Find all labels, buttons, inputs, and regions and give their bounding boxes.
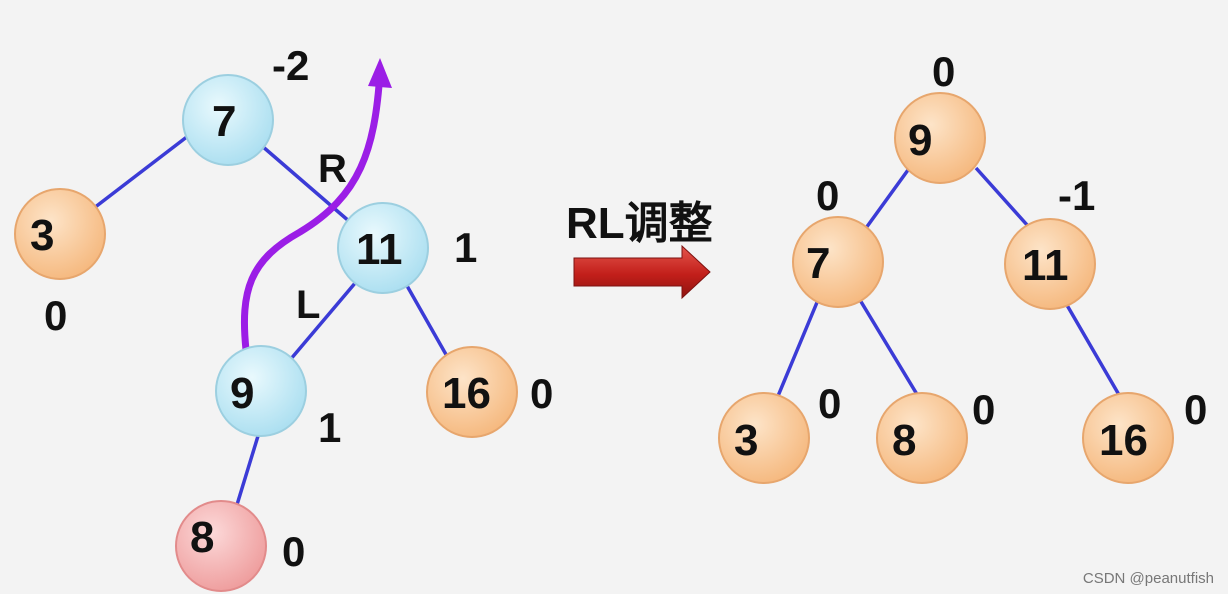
edge-7-3-after bbox=[776, 299, 820, 397]
svg-text:7: 7 bbox=[212, 97, 236, 146]
node-7-after: 7 bbox=[792, 216, 884, 308]
edge-11-16-after bbox=[1062, 299, 1124, 401]
before-tree: R L 7 -2 3 0 11 1 9 1 16 0 8 bbox=[14, 42, 553, 592]
svg-text:16: 16 bbox=[1099, 416, 1148, 465]
edge-9-7 bbox=[864, 168, 910, 230]
edge-7-8 bbox=[858, 299, 920, 397]
svg-text:7: 7 bbox=[806, 239, 830, 288]
after-tree: 0 9 0 7 -1 11 3 0 8 0 16 0 bbox=[718, 48, 1207, 484]
after-edges bbox=[776, 166, 1124, 401]
svg-text:8: 8 bbox=[892, 416, 916, 465]
svg-text:11: 11 bbox=[1022, 241, 1069, 290]
node-11: 11 bbox=[337, 202, 429, 294]
transform-label: RL调整 bbox=[566, 199, 713, 248]
edge-11-9 bbox=[288, 280, 358, 362]
edge-7-3 bbox=[92, 134, 190, 210]
bf-16: 0 bbox=[530, 370, 553, 417]
svg-text:8: 8 bbox=[190, 513, 214, 562]
node-9-after: 9 bbox=[894, 92, 986, 184]
svg-text:3: 3 bbox=[734, 416, 758, 465]
node-16: 16 bbox=[426, 346, 518, 438]
node-3-after: 3 bbox=[718, 392, 810, 484]
bf-8-after: 0 bbox=[972, 386, 995, 433]
bf-8: 0 bbox=[282, 528, 305, 575]
rotation-path bbox=[240, 68, 384, 354]
node-11-after: 11 bbox=[1004, 218, 1096, 310]
svg-text:16: 16 bbox=[442, 369, 491, 418]
bf-9-after: 0 bbox=[932, 48, 955, 95]
edge-11-16 bbox=[404, 283, 450, 359]
svg-text:3: 3 bbox=[30, 211, 54, 260]
node-7: 7 bbox=[182, 74, 274, 166]
node-16-after: 16 bbox=[1082, 392, 1174, 484]
bf-16-after: 0 bbox=[1184, 386, 1207, 433]
bf-7-after: 0 bbox=[816, 172, 839, 219]
bf-7: -2 bbox=[272, 42, 309, 89]
node-8-after: 8 bbox=[876, 392, 968, 484]
svg-text:9: 9 bbox=[908, 116, 932, 165]
edge-label-r: R bbox=[318, 147, 347, 191]
watermark: CSDN @peanutfish bbox=[1083, 570, 1214, 587]
svg-text:11: 11 bbox=[356, 225, 403, 274]
edge-9-11 bbox=[974, 166, 1030, 228]
transform-arrow bbox=[573, 244, 711, 300]
transform: RL调整 bbox=[566, 199, 713, 300]
bf-11-after: -1 bbox=[1058, 172, 1095, 219]
before-edges bbox=[92, 134, 450, 509]
bf-11: 1 bbox=[454, 224, 477, 271]
node-8: 8 bbox=[175, 500, 267, 592]
svg-text:9: 9 bbox=[230, 369, 254, 418]
edge-label-l: L bbox=[296, 283, 320, 327]
bf-3-after: 0 bbox=[818, 380, 841, 427]
rotation-path-head bbox=[368, 58, 392, 88]
edge-9-8 bbox=[234, 435, 260, 509]
bf-3: 0 bbox=[44, 292, 67, 339]
bf-9: 1 bbox=[318, 404, 341, 451]
node-3: 3 bbox=[14, 188, 106, 280]
node-9: 9 bbox=[215, 345, 307, 437]
